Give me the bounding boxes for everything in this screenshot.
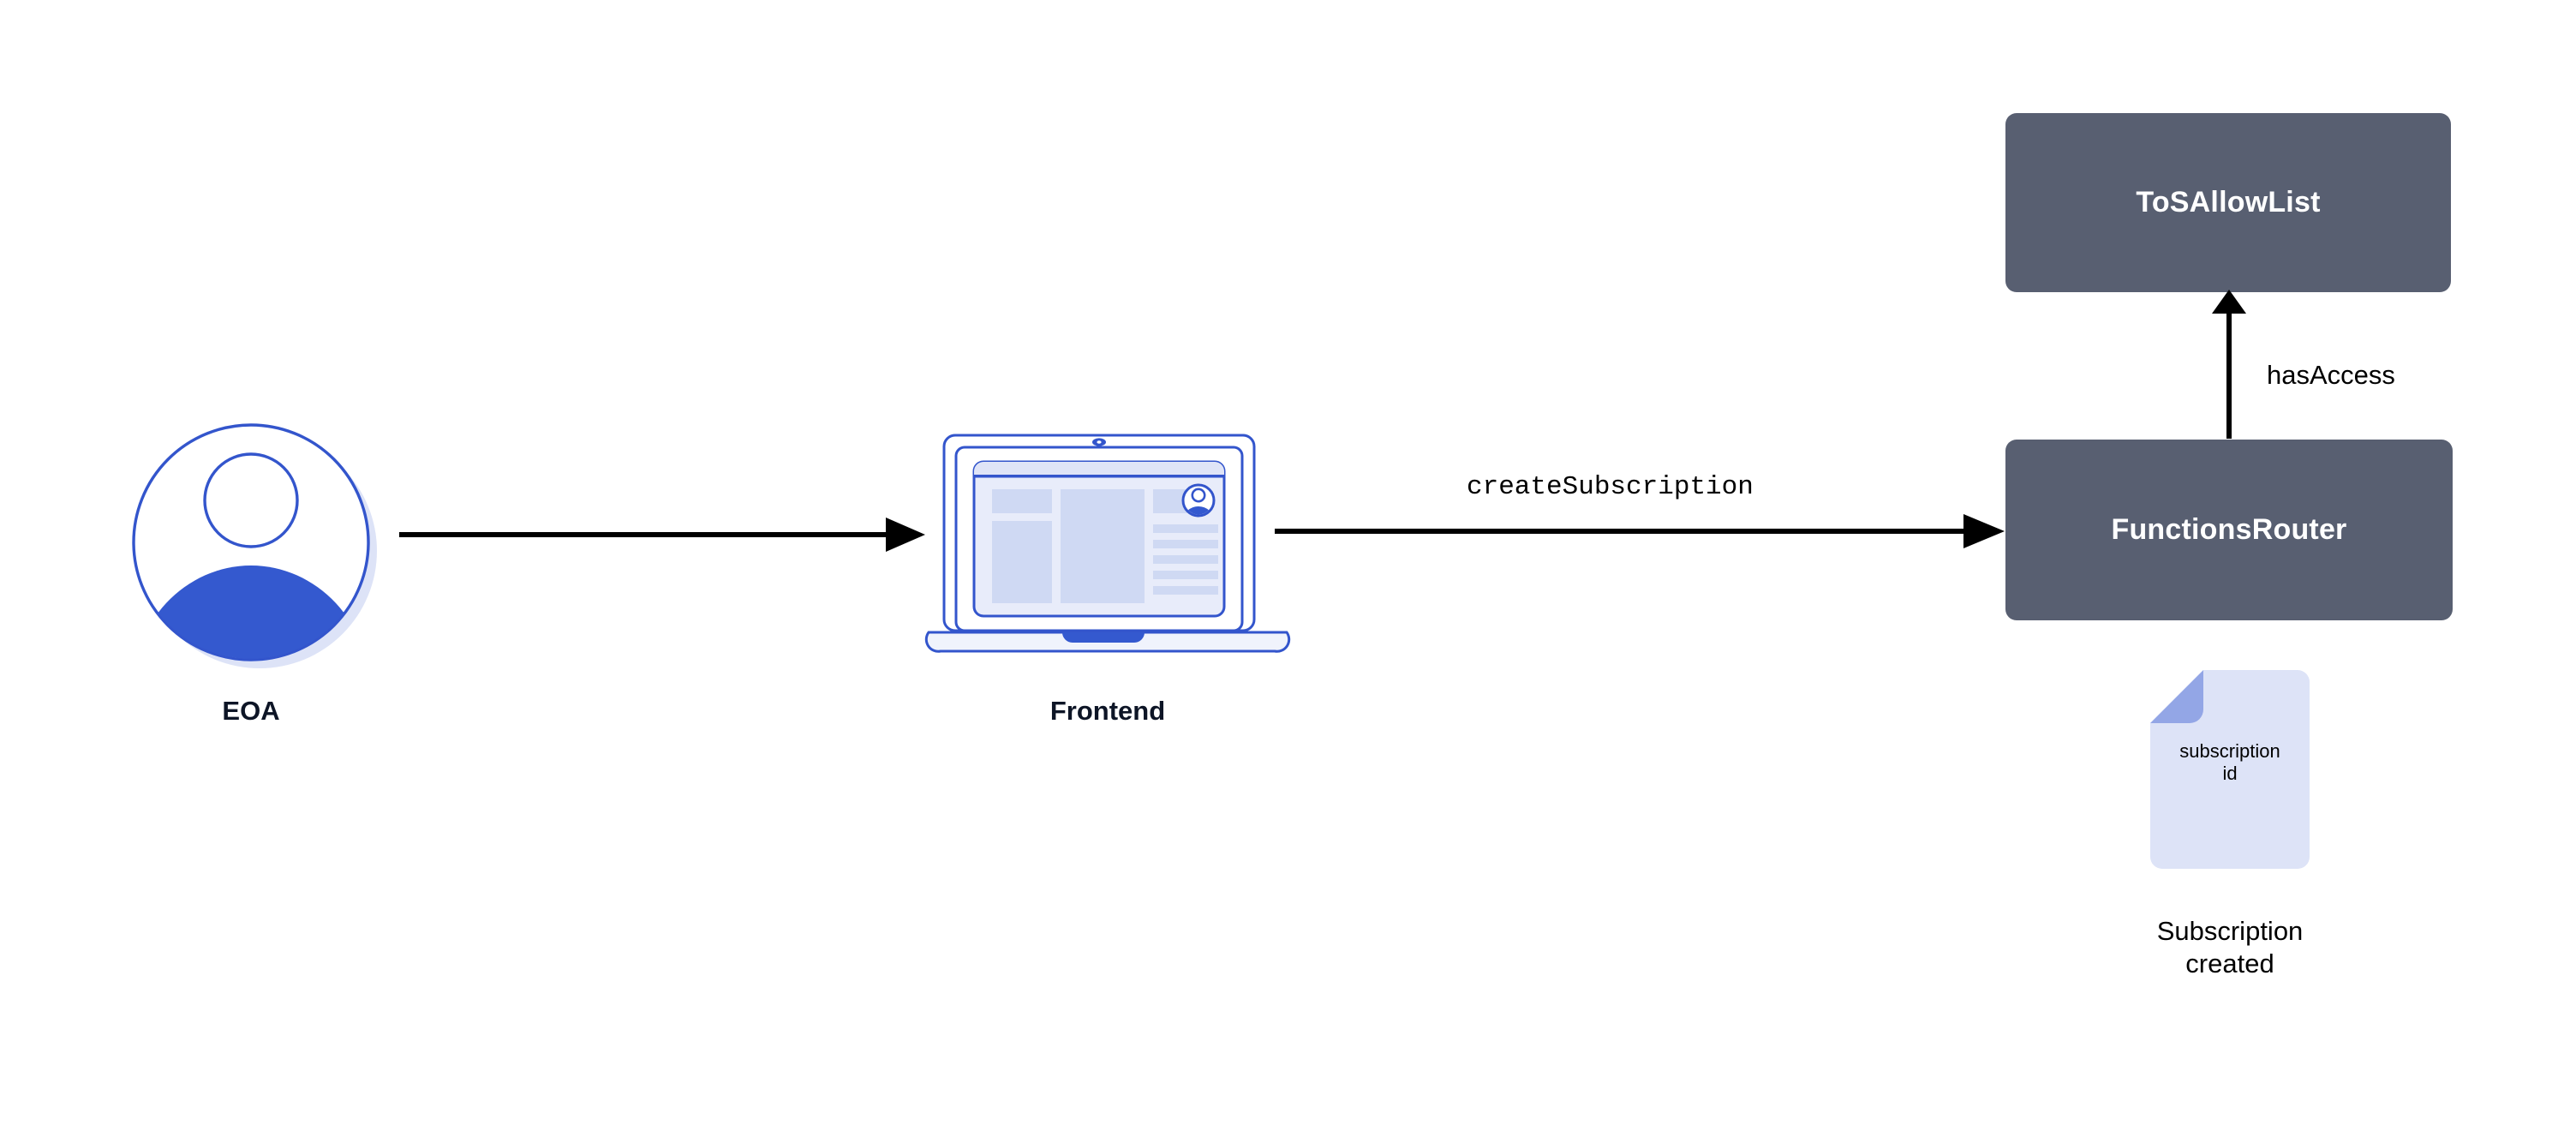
edge-label-create-subscription: createSubscription: [1467, 472, 1754, 502]
screen-avatar-icon: [1181, 483, 1216, 518]
node-functions-router-label: FunctionsRouter: [2111, 512, 2347, 546]
edge-router-to-allowlist: [2205, 288, 2253, 442]
document-icon: [2150, 670, 2310, 869]
node-frontend[interactable]: [923, 425, 1292, 673]
document-caption-line-2: created: [2185, 948, 2274, 978]
edge-label-has-access: hasAccess: [2267, 360, 2395, 390]
node-tos-allow-list-label: ToSAllowList: [2136, 185, 2321, 218]
node-eoa[interactable]: [127, 411, 377, 668]
node-frontend-label: Frontend: [1049, 696, 1166, 726]
document-caption-line-1: Subscription: [2156, 916, 2304, 946]
node-subscription-document[interactable]: subscription id: [2150, 670, 2310, 869]
user-avatar-icon: [132, 423, 377, 668]
laptop-icon: [924, 434, 1291, 653]
node-eoa-label: EOA: [222, 696, 280, 726]
edge-frontend-to-router: [1271, 507, 2013, 555]
node-tos-allow-list[interactable]: ToSAllowList: [2005, 113, 2451, 292]
edge-eoa-to-frontend: [394, 511, 934, 559]
node-subscription-document-caption: Subscription created: [2110, 915, 2350, 980]
node-functions-router[interactable]: FunctionsRouter: [2005, 440, 2453, 620]
